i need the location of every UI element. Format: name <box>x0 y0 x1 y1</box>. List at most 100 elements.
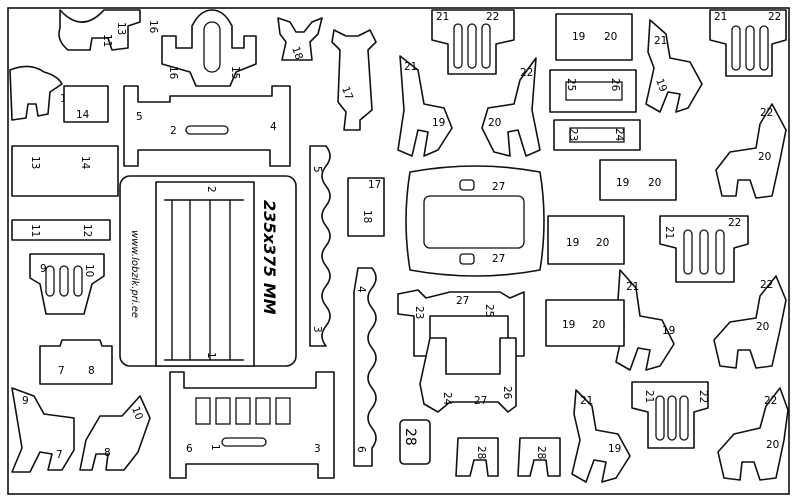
part-block-7-8: 7 8 <box>39 339 113 385</box>
part-number: 16 <box>147 20 159 34</box>
part-number: 2 <box>205 186 217 193</box>
part-number: 13 <box>115 22 127 35</box>
part-number: 20 <box>766 439 779 451</box>
part-number: 22 <box>768 11 781 23</box>
part-number: 16 <box>167 66 179 80</box>
part-chair-legs-19-20: 21 19 22 20 <box>397 55 541 157</box>
part-wavy-strip-4-6: 4 6 <box>353 267 377 467</box>
part-number: 6 <box>186 443 193 455</box>
part-number: 26 <box>609 78 621 92</box>
part-number: 14 <box>79 156 91 170</box>
part-number: 19 <box>653 77 669 94</box>
part-number: 27 <box>492 181 505 193</box>
website-label: www.lobzik.pri.ee <box>129 230 140 318</box>
part-number: 28 <box>402 428 418 446</box>
part-number: 12 <box>81 224 93 237</box>
part-seat-9-10: 9 10 <box>29 253 105 315</box>
part-number: 8 <box>88 365 95 377</box>
part-backrest-21-22-mid: 21 22 <box>659 215 749 283</box>
part-wavy-strip-5-3: 5 3 <box>309 145 331 347</box>
part-number: 3 <box>314 443 321 455</box>
part-number: 4 <box>270 121 277 133</box>
part-number: 22 <box>520 67 533 79</box>
part-base-board-1-2: 2 1 235x375 MM www.lobzik.pri.ee <box>119 175 297 367</box>
part-number: 5 <box>136 111 143 123</box>
part-chair-legs-22-20-right: 22 20 <box>715 103 787 199</box>
part-strip-11-12: 11 12 <box>11 219 111 241</box>
part-chair-legs-21-19-bottom: 21 19 <box>571 389 631 483</box>
part-number: 26 <box>501 386 513 400</box>
part-number: 20 <box>604 31 617 43</box>
part-number: 1 <box>209 444 221 451</box>
part-number: 19 <box>566 237 579 249</box>
part-plate-28: 28 <box>399 419 431 465</box>
part-number: 10 <box>129 405 145 422</box>
part-legs-28: 28 28 <box>455 437 561 477</box>
part-number: 9 <box>40 263 47 275</box>
part-number: 21 <box>663 226 675 239</box>
part-number: 22 <box>728 217 741 229</box>
part-number: 21 <box>643 390 655 403</box>
part-number: 3 <box>311 326 323 333</box>
part-chair-legs-left: 9 7 10 8 <box>11 387 151 473</box>
part-panel-13-14: 13 14 <box>11 145 119 197</box>
part-frame-23-26: 25 26 23 24 <box>549 69 641 151</box>
part-number: 27 <box>474 395 487 407</box>
part-number: 1 <box>205 352 217 359</box>
part-backrest-21-22-right-top: 21 22 <box>709 9 787 77</box>
part-backrest-21-22-bottom: 21 22 <box>631 381 709 449</box>
part-number: 11 <box>101 34 113 47</box>
part-number: 19 <box>562 319 575 331</box>
part-number: 4 <box>355 286 367 293</box>
part-number: 20 <box>756 321 769 333</box>
part-number: 13 <box>29 156 41 169</box>
part-chair-legs-21-right: 21 19 <box>645 19 703 113</box>
part-number: 27 <box>456 295 469 307</box>
part-seat-19-20-d: 19 20 <box>545 299 625 347</box>
part-number: 21 <box>654 35 667 47</box>
part-number: 21 <box>714 11 727 23</box>
part-seat-19-20-a: 19 20 <box>555 13 633 61</box>
part-number: 22 <box>760 279 773 291</box>
part-number: 20 <box>488 117 501 129</box>
part-backrest-21-22-top: 21 22 <box>431 9 515 75</box>
part-number: 22 <box>697 390 709 403</box>
part-number: 28 <box>475 446 487 459</box>
part-number: 2 <box>170 125 177 137</box>
part-number: 27 <box>492 253 505 265</box>
part-chair-legs-21-19-mid: 21 19 <box>615 269 675 371</box>
part-number: 15 <box>229 66 241 79</box>
part-number: 25 <box>565 78 577 91</box>
part-number: 20 <box>592 319 605 331</box>
part-number: 18 <box>361 210 373 223</box>
part-number: 8 <box>104 447 111 459</box>
part-number: 19 <box>662 325 675 337</box>
part-number: 21 <box>436 11 449 23</box>
part-number: 21 <box>404 61 417 73</box>
sheet-size-label: 235x375 MM <box>260 200 279 315</box>
part-number: 22 <box>486 11 499 23</box>
part-number: 20 <box>648 177 661 189</box>
part-number: 5 <box>311 166 323 173</box>
part-number: 17 <box>339 85 355 102</box>
part-seat-19-20-c: 19 20 <box>547 215 625 265</box>
part-number: 25 <box>483 304 495 317</box>
part-number: 19 <box>616 177 629 189</box>
part-number: 7 <box>56 449 63 461</box>
part-figure-17: 17 <box>331 29 377 131</box>
part-number: 17 <box>368 179 381 191</box>
part-number: 14 <box>76 109 90 121</box>
part-number: 10 <box>83 264 95 277</box>
part-number: 19 <box>608 443 621 455</box>
part-small-18: 18 <box>277 17 323 62</box>
sheet-border <box>7 7 790 495</box>
part-top-left-cluster: 13 11 16 <box>58 9 159 51</box>
part-mirror-frame-27: 27 27 <box>405 165 545 277</box>
part-number: 23 <box>567 128 579 141</box>
part-number: 23 <box>413 306 425 319</box>
part-animal-left: 12 15 14 <box>9 65 109 123</box>
part-seat-19-20-b: 19 20 <box>599 159 677 201</box>
part-chair-legs-22-20-bottom: 22 20 <box>717 387 789 481</box>
